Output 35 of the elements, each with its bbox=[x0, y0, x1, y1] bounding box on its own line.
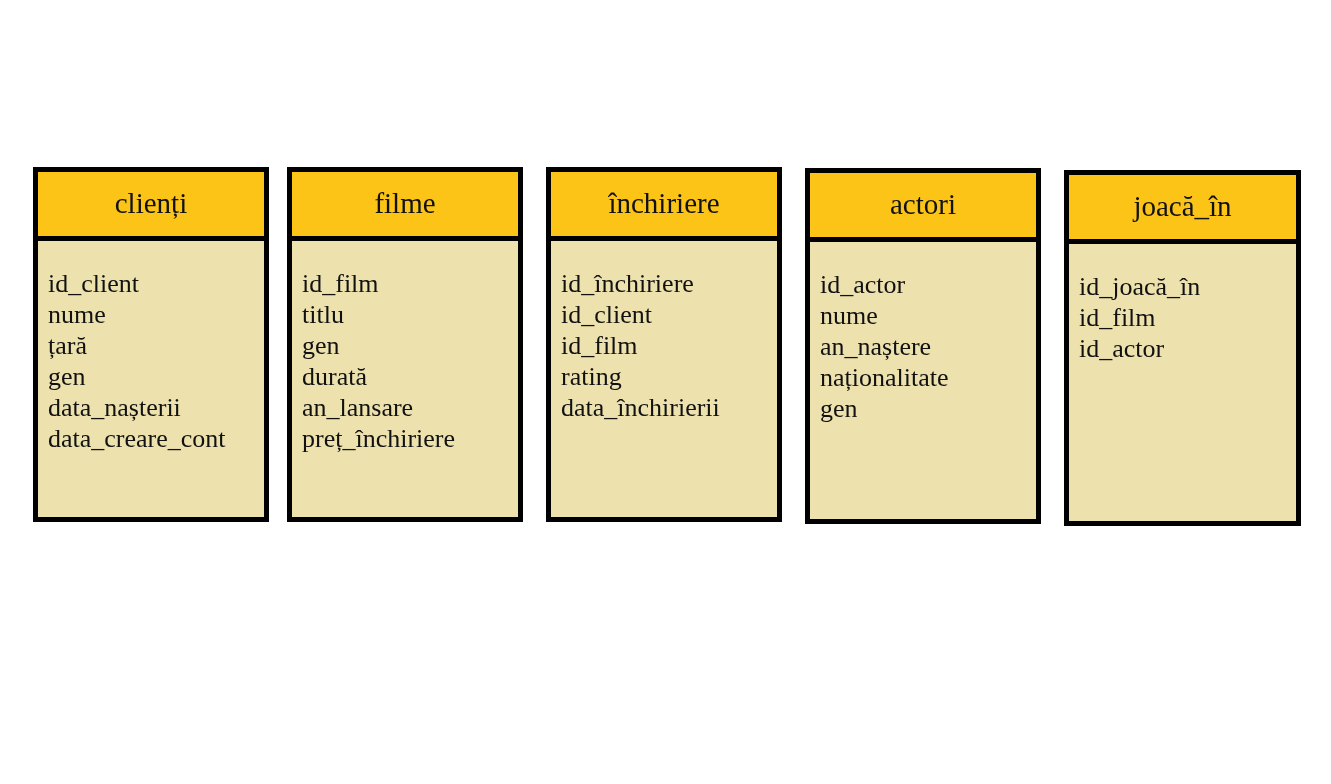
entity-table bbox=[805, 168, 1041, 524]
field-name: id_joacă_în bbox=[1079, 271, 1201, 302]
entity-table bbox=[546, 167, 782, 522]
field-name: id_client bbox=[48, 268, 139, 299]
table-header: filme bbox=[292, 172, 518, 241]
table-header: închiriere bbox=[551, 172, 777, 241]
field-name: id_actor bbox=[820, 269, 906, 300]
field-name: data_închirierii bbox=[561, 392, 720, 423]
field-name: gen bbox=[820, 393, 858, 424]
field-name: id_închiriere bbox=[561, 268, 694, 299]
field-name: rating bbox=[561, 361, 622, 392]
field-name: preț_închiriere bbox=[302, 423, 456, 454]
table-header: joacă_în bbox=[1069, 175, 1296, 244]
field-name: id_actor bbox=[1079, 333, 1165, 364]
field-name: an_naștere bbox=[820, 331, 932, 362]
entity-table bbox=[33, 167, 269, 522]
field-name: titlu bbox=[302, 299, 344, 330]
field-name: id_client bbox=[561, 299, 652, 330]
field-name: nume bbox=[820, 300, 878, 331]
field-name: id_film bbox=[561, 330, 638, 361]
field-name: durată bbox=[302, 361, 367, 392]
table-header: clienți bbox=[38, 172, 264, 241]
entity-table bbox=[287, 167, 523, 522]
entity-table bbox=[1064, 170, 1301, 526]
field-name: gen bbox=[302, 330, 340, 361]
field-name: țară bbox=[48, 330, 87, 361]
field-name: data_creare_cont bbox=[48, 423, 226, 454]
field-name: gen bbox=[48, 361, 86, 392]
field-name: data_nașterii bbox=[48, 392, 181, 423]
table-header: actori bbox=[810, 173, 1036, 242]
field-name: nume bbox=[48, 299, 106, 330]
field-name: an_lansare bbox=[302, 392, 414, 423]
field-name: id_film bbox=[302, 268, 379, 299]
field-name: naționalitate bbox=[820, 362, 949, 393]
field-name: id_film bbox=[1079, 302, 1156, 333]
